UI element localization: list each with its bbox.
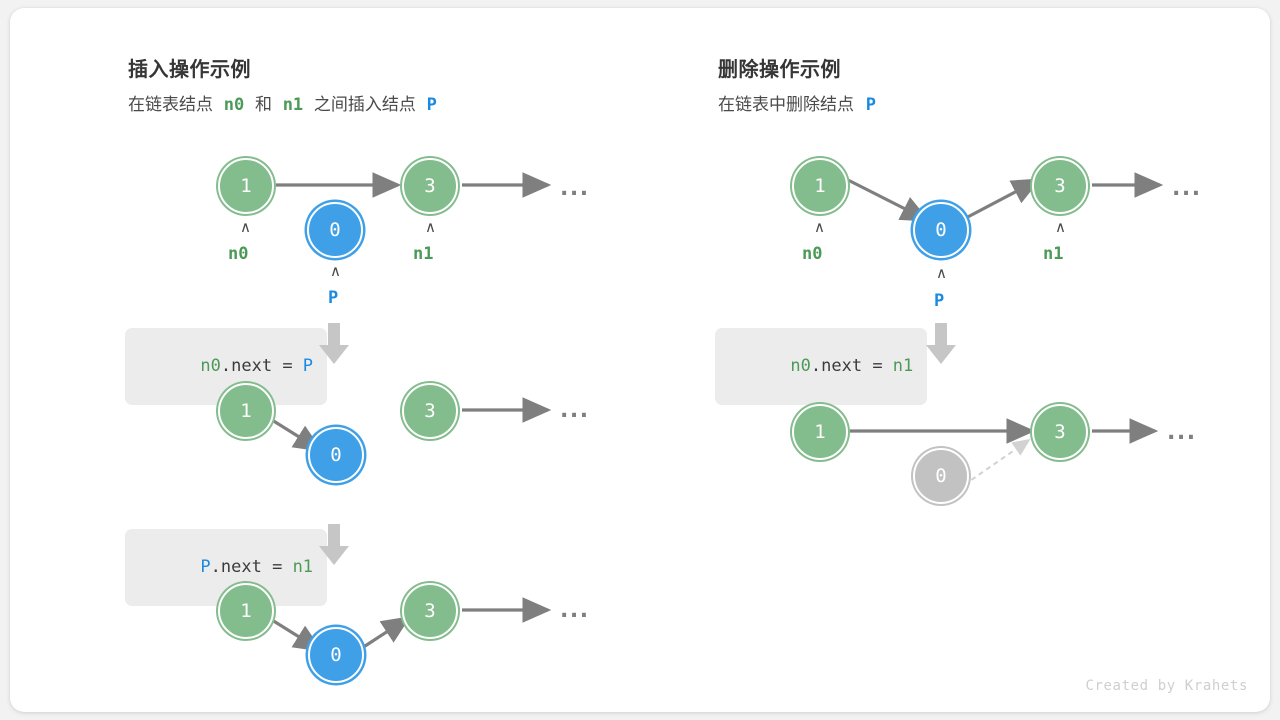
subtitle-text-1: 在链表结点 — [128, 95, 213, 114]
pointer-label-n0: n0 — [802, 244, 823, 264]
code-token-b: n1 — [892, 356, 914, 377]
pointer-label-p: P — [328, 288, 339, 308]
node-1: 1 — [792, 158, 848, 214]
tail-dots: ... — [1172, 176, 1202, 201]
caret-icon-n1: ∧ — [1055, 218, 1066, 236]
node-value: 1 — [240, 599, 252, 622]
node-3: 3 — [1032, 158, 1088, 214]
caret-icon-n0: ∧ — [814, 218, 825, 236]
pointer-label-n1: n1 — [413, 244, 434, 264]
pointer-label-n0: n0 — [228, 244, 249, 264]
node-1: 1 — [218, 158, 274, 214]
panel-remove: 删除操作示例 在链表中删除结点 P 1 0 3 ... ∧ n0 ∧ n1 ∧ … — [595, 8, 1270, 712]
subtitle-node-p: P — [865, 95, 876, 115]
subtitle-text-3: 之间插入结点 — [313, 95, 416, 114]
code-token-a: n0 — [200, 356, 221, 377]
node-1: 1 — [792, 404, 848, 460]
node-value: 1 — [240, 399, 252, 422]
node-value: 0 — [935, 218, 947, 241]
node-value: 1 — [814, 174, 826, 197]
panel-remove-title: 删除操作示例 — [718, 59, 841, 81]
subtitle-text-1: 在链表中删除结点 — [718, 95, 854, 114]
down-arrow-icon — [319, 323, 349, 364]
code-token-mid: .next = — [220, 356, 303, 377]
node-value: 3 — [1054, 420, 1066, 443]
node-p: 0 — [308, 427, 364, 483]
caret-icon-n1: ∧ — [425, 218, 436, 236]
node-p: 0 — [308, 627, 364, 683]
node-3: 3 — [1032, 404, 1088, 460]
subtitle-node-n1: n1 — [282, 95, 304, 115]
credit-footer: Created by Krahets — [1085, 678, 1248, 694]
caret-icon-p: ∧ — [936, 264, 947, 282]
node-value: 0 — [330, 443, 342, 466]
panel-insert-title: 插入操作示例 — [128, 59, 251, 81]
down-arrow-icon — [926, 323, 956, 364]
node-value: 0 — [330, 643, 342, 666]
node-3: 3 — [402, 583, 458, 639]
node-removed: 0 — [913, 448, 969, 504]
code-token-mid: .next = — [810, 356, 893, 377]
node-3: 3 — [402, 383, 458, 439]
pointer-label-n1: n1 — [1043, 244, 1064, 264]
subtitle-text-2: 和 — [254, 95, 272, 114]
down-arrow-icon — [319, 524, 349, 565]
caret-icon-p: ∧ — [330, 262, 341, 280]
diagram-card: 插入操作示例 在链表结点 n0 和 n1 之间插入结点 P 1 0 3 — [10, 8, 1270, 712]
node-p: 0 — [307, 202, 363, 258]
caret-icon-n0: ∧ — [240, 218, 251, 236]
subtitle-node-n0: n0 — [223, 95, 245, 115]
panel-remove-subtitle: 在链表中删除结点 P — [718, 90, 876, 115]
tail-dots: ... — [560, 598, 590, 623]
node-1: 1 — [218, 383, 274, 439]
pointer-label-p: P — [934, 291, 945, 311]
node-value: 0 — [329, 218, 341, 241]
node-value: 1 — [240, 174, 252, 197]
panel-insert: 插入操作示例 在链表结点 n0 和 n1 之间插入结点 P 1 0 3 — [10, 8, 630, 712]
node-3: 3 — [402, 158, 458, 214]
code-token-mid: .next = — [210, 557, 293, 578]
node-value: 3 — [424, 599, 436, 622]
code-token-b: P — [302, 356, 314, 377]
node-value: 0 — [935, 464, 947, 487]
code-token-a: n0 — [790, 356, 811, 377]
subtitle-node-p: P — [426, 95, 437, 115]
code-token-b: n1 — [292, 557, 314, 578]
node-value: 3 — [1054, 174, 1066, 197]
node-p: 0 — [913, 202, 969, 258]
node-value: 3 — [424, 174, 436, 197]
tail-dots: ... — [1167, 420, 1197, 445]
node-1: 1 — [218, 583, 274, 639]
node-value: 1 — [814, 420, 826, 443]
code-chip-n0-next-n1: n0.next = n1 — [715, 328, 928, 406]
code-token-a: P — [200, 557, 211, 578]
node-value: 3 — [424, 399, 436, 422]
panel-insert-subtitle: 在链表结点 n0 和 n1 之间插入结点 P — [128, 90, 437, 115]
tail-dots: ... — [560, 398, 590, 423]
tail-dots: ... — [560, 176, 590, 201]
